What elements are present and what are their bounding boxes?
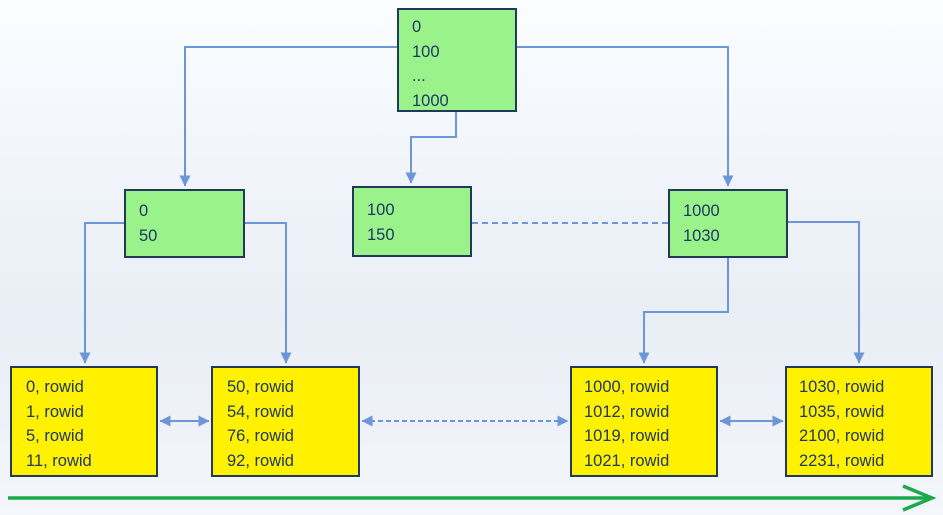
leaf-entry: 5, rowid <box>26 427 84 445</box>
edge-root-to-branch-left <box>179 46 397 187</box>
root-node: 0 100 ... 1000 <box>397 8 517 112</box>
node-key: 0 <box>412 18 422 36</box>
leaf-node-4: 1030, rowid 1035, rowid 2100, rowid 2231… <box>785 366 933 477</box>
node-key: ... <box>412 67 426 85</box>
edge-branch-left-to-leaf-2 <box>245 222 292 364</box>
leaf-entry: 1012, rowid <box>584 402 670 421</box>
leaf-entry: 1021, rowid <box>584 451 670 470</box>
leaf-entry: 2231, rowid <box>799 451 885 470</box>
leaf-entry: 54, rowid <box>227 402 294 421</box>
leaf-node-3: 1000, rowid 1012, rowid 1019, rowid 1021… <box>570 366 718 477</box>
leaf-entry: 50, rowid <box>227 378 294 396</box>
scan-direction-arrow <box>8 484 937 512</box>
leaf-node-1: 0, rowid 1, rowid 5, rowid 11, rowid <box>10 366 158 477</box>
leaf-node-2: 50, rowid 54, rowid 76, rowid 92, rowid <box>211 366 360 477</box>
edge-root-to-branch-mid <box>405 112 457 184</box>
node-key: 50 <box>139 226 158 245</box>
leaf-entry: 92, rowid <box>227 451 294 470</box>
edge-branch-left-to-leaf-1 <box>79 222 124 364</box>
edge-branch-right-to-leaf-3 <box>638 258 729 364</box>
leaf-entry: 76, rowid <box>227 427 294 445</box>
branch-node-middle: 100 150 <box>352 186 472 257</box>
branch-node-left: 0 50 <box>124 189 245 258</box>
leaf-entry: 1019, rowid <box>584 427 670 445</box>
edge-root-to-branch-right <box>517 46 734 187</box>
node-key: 1030 <box>683 226 720 245</box>
leaf-entry: 1000, rowid <box>584 378 670 396</box>
leaf-entry: 0, rowid <box>26 378 84 396</box>
leaf-entry: 1, rowid <box>26 402 84 421</box>
leaf-entry: 1030, rowid <box>799 378 885 396</box>
leaf-entry: 2100, rowid <box>799 427 885 445</box>
edge-branch-right-to-leaf-4 <box>788 221 865 364</box>
node-key: 1000 <box>683 202 720 220</box>
branch-node-right: 1000 1030 <box>668 189 788 258</box>
node-key: 1000 <box>412 91 449 110</box>
leaf-entry: 11, rowid <box>26 451 92 470</box>
node-key: 150 <box>367 225 395 244</box>
node-key: 0 <box>139 202 149 220</box>
node-key: 100 <box>367 201 395 219</box>
node-key: 100 <box>412 42 440 61</box>
leaf-entry: 1035, rowid <box>799 402 885 421</box>
